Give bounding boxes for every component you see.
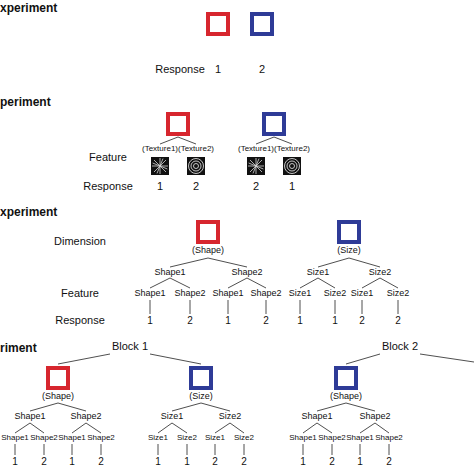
response-key: 1 — [155, 457, 161, 467]
response-key: 1 — [147, 316, 153, 326]
section-title: xperiment — [0, 2, 57, 14]
row-label: Feature — [89, 152, 127, 163]
response-key: 2 — [241, 457, 247, 467]
response-key: 2 — [386, 457, 392, 467]
feature-label: Shape1 — [1, 434, 29, 442]
texture-image — [283, 157, 301, 175]
response-key: 1 — [225, 316, 231, 326]
feature-label: Shape2 — [30, 434, 58, 442]
stimulus-square: (Shape) — [334, 366, 358, 390]
response-key: 2 — [329, 457, 335, 467]
feature-label: Shape1 — [289, 434, 317, 442]
stimulus-square: (Shape) — [196, 220, 220, 244]
row-label: Feature — [61, 288, 99, 299]
row-label: Response — [55, 315, 105, 326]
stimulus-square: (Shape) — [46, 366, 70, 390]
feature-label: Size2 — [387, 289, 410, 298]
response-key: 2 — [187, 316, 193, 326]
feature-label: Size1 — [289, 289, 312, 298]
feature-label: Shape1 — [154, 268, 185, 277]
feature-label: (Texture1) — [142, 145, 178, 153]
feature-label: Shape1 — [212, 289, 243, 298]
response-key: 1 — [357, 457, 363, 467]
feature-label: Size1 — [148, 434, 168, 442]
feature-label: Size2 — [219, 412, 242, 421]
texture-image — [151, 157, 169, 175]
response-key: 2 — [212, 457, 218, 467]
feature-label: Size1 — [351, 289, 374, 298]
blue-square — [252, 14, 272, 34]
response-key: 2 — [193, 181, 199, 192]
feature-label: (Texture1) — [238, 145, 274, 153]
feature-label: Size1 — [307, 268, 330, 277]
response-key: 1 — [12, 457, 18, 467]
feature-label: Shape2 — [174, 289, 205, 298]
row-label: Dimension — [54, 236, 106, 247]
section-title: xperiment — [0, 206, 57, 218]
dimension-cue: (Shape) — [42, 392, 74, 401]
feature-label: (Texture2) — [274, 145, 310, 153]
response-key: 1 — [332, 316, 338, 326]
feature-label: Shape2 — [359, 412, 390, 421]
texture-image — [247, 157, 265, 175]
response-key: 1 — [300, 457, 306, 467]
response-key: 2 — [259, 64, 265, 75]
response-key: 1 — [157, 181, 163, 192]
response-key: 2 — [41, 457, 47, 467]
blue-square — [264, 114, 284, 134]
feature-label: Shape1 — [14, 412, 45, 421]
dimension-cue: (Shape) — [192, 246, 224, 255]
feature-label: Shape1 — [134, 289, 165, 298]
feature-label: Shape1 — [301, 412, 332, 421]
dimension-cue: (Size) — [337, 246, 361, 255]
feature-label: Size2 — [234, 434, 254, 442]
response-key: 1 — [297, 316, 303, 326]
stimulus-square: (Size) — [337, 220, 361, 244]
feature-label: Shape2 — [375, 434, 403, 442]
response-key: 1 — [184, 457, 190, 467]
feature-label: (Texture2) — [178, 145, 214, 153]
response-key: 2 — [263, 316, 269, 326]
feature-label: Shape2 — [87, 434, 115, 442]
response-key: 2 — [253, 181, 259, 192]
tree-lines — [15, 137, 474, 455]
block-label: Block 1 — [112, 341, 148, 352]
section-title: periment — [0, 96, 51, 108]
feature-label: Shape1 — [58, 434, 86, 442]
response-key: 2 — [98, 457, 104, 467]
feature-label: Shape1 — [346, 434, 374, 442]
red-square — [168, 114, 188, 134]
response-key: 2 — [359, 316, 365, 326]
response-key: 1 — [289, 181, 295, 192]
feature-label: Shape2 — [231, 268, 262, 277]
response-key: 1 — [69, 457, 75, 467]
dimension-cue: (Size) — [189, 392, 213, 401]
row-label: Response — [83, 181, 133, 192]
feature-label: Shape2 — [70, 412, 101, 421]
texture-image — [187, 157, 205, 175]
row-label: Response — [155, 64, 205, 75]
feature-label: Shape2 — [318, 434, 346, 442]
feature-label: Size1 — [205, 434, 225, 442]
feature-label: Size2 — [369, 268, 392, 277]
stimulus-square: (Size) — [189, 366, 213, 390]
response-key: 1 — [215, 64, 221, 75]
block-label: Block 2 — [382, 341, 418, 352]
feature-label: Shape2 — [250, 289, 281, 298]
feature-label: Size2 — [177, 434, 197, 442]
red-square — [208, 14, 228, 34]
section-title: riment — [0, 342, 37, 354]
response-key: 2 — [395, 316, 401, 326]
feature-label: Size2 — [324, 289, 347, 298]
feature-label: Size1 — [161, 412, 184, 421]
dimension-cue: (Shape) — [330, 392, 362, 401]
